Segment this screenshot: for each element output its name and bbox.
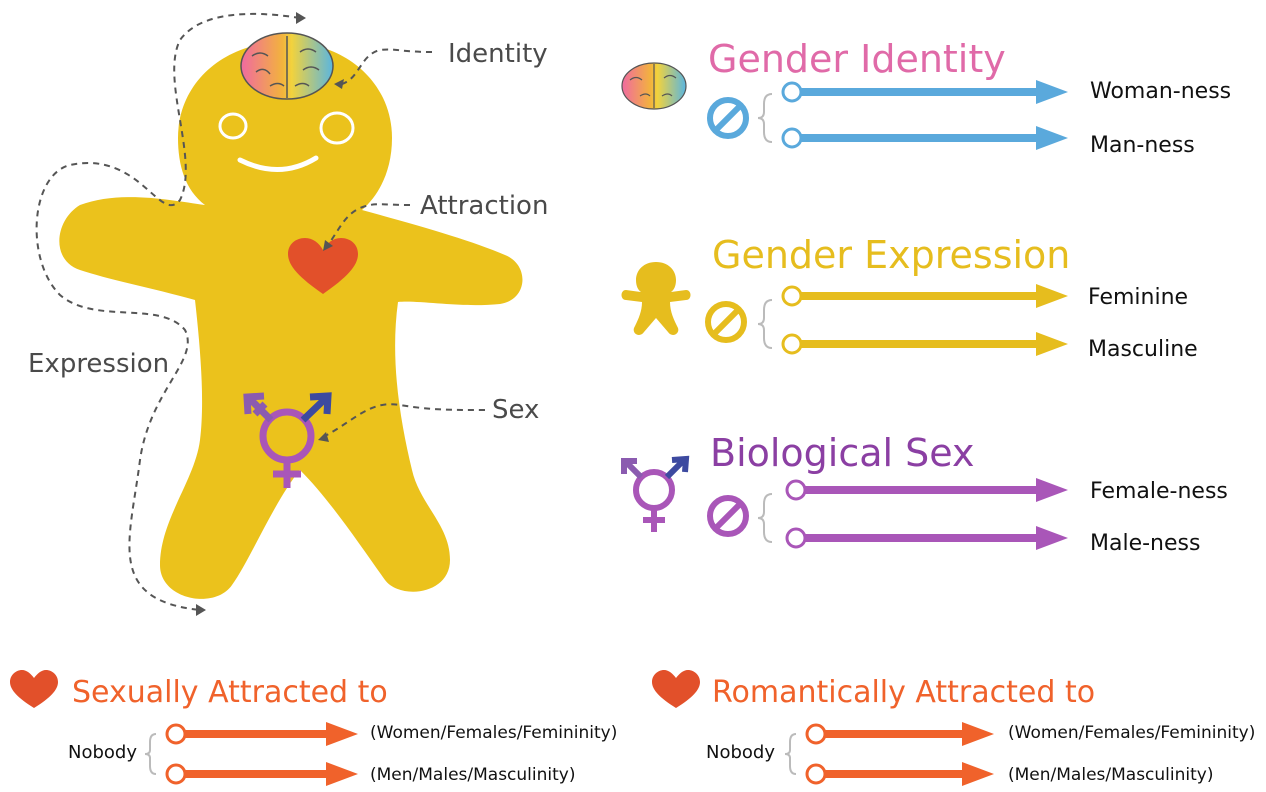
spectrum-end-label: Feminine bbox=[1088, 285, 1188, 310]
brace bbox=[145, 734, 156, 774]
brace bbox=[785, 734, 796, 774]
attraction-arrow bbox=[167, 722, 358, 746]
heart-icon bbox=[652, 670, 700, 708]
spectrum-title: Biological Sex bbox=[710, 431, 975, 475]
brace bbox=[758, 94, 772, 142]
spectrum-end-label: Female-ness bbox=[1090, 479, 1228, 504]
spectrum-gender-expression: Gender Expression Feminine Masculine bbox=[622, 233, 1198, 362]
spectrum-end-label: Man-ness bbox=[1090, 133, 1195, 158]
attraction-start-label: Nobody bbox=[68, 742, 137, 763]
sex-label: Sex bbox=[492, 395, 539, 425]
spectrum-end-label: Male-ness bbox=[1090, 531, 1200, 556]
heart-icon bbox=[10, 670, 58, 708]
attraction-arrow bbox=[807, 762, 994, 786]
attraction-start-label: Nobody bbox=[706, 742, 775, 763]
brain-icon bbox=[622, 63, 686, 109]
spectrum-arrow bbox=[787, 526, 1068, 550]
spectrum-sexual-attraction: Sexually Attracted to Nobody (Women/Fema… bbox=[10, 670, 617, 786]
attraction-end-label: (Men/Males/Masculinity) bbox=[1008, 765, 1213, 785]
transgender-symbol-icon bbox=[624, 459, 686, 532]
spectrum-gender-identity: Gender Identity Woman-ness Man-ness bbox=[622, 37, 1231, 158]
attraction-title: Romantically Attracted to bbox=[712, 675, 1095, 710]
attraction-end-label: (Men/Males/Masculinity) bbox=[370, 765, 575, 785]
gingerbread-icon bbox=[622, 262, 691, 335]
spectrum-title: Gender Identity bbox=[708, 37, 1006, 81]
brain-icon bbox=[241, 33, 333, 99]
identity-label: Identity bbox=[448, 39, 548, 69]
null-symbol-icon bbox=[710, 498, 746, 534]
null-symbol-icon bbox=[708, 304, 744, 340]
spectrum-arrow bbox=[783, 284, 1068, 308]
spectrum-romantic-attraction: Romantically Attracted to Nobody (Women/… bbox=[652, 670, 1255, 786]
brace bbox=[758, 300, 772, 348]
attraction-end-label: (Women/Females/Femininity) bbox=[1008, 723, 1255, 743]
spectrum-end-label: Masculine bbox=[1088, 337, 1198, 362]
brace bbox=[758, 494, 772, 542]
null-symbol-icon bbox=[710, 100, 746, 136]
spectrum-arrow bbox=[783, 126, 1068, 150]
spectrum-arrow bbox=[783, 332, 1068, 356]
spectrum-title: Gender Expression bbox=[712, 233, 1070, 277]
attraction-arrow bbox=[807, 722, 994, 746]
attraction-label: Attraction bbox=[420, 191, 548, 221]
gingerbread-body bbox=[59, 42, 522, 599]
attraction-end-label: (Women/Females/Femininity) bbox=[370, 723, 617, 743]
spectrum-arrow bbox=[787, 478, 1068, 502]
attraction-title: Sexually Attracted to bbox=[72, 675, 388, 710]
attraction-arrow bbox=[167, 762, 358, 786]
spectrum-biological-sex: Biological Sex Female-ness Male-ness bbox=[624, 431, 1228, 556]
gingerbread-person bbox=[59, 33, 522, 599]
expression-label: Expression bbox=[28, 349, 169, 379]
spectrum-arrow bbox=[783, 80, 1068, 104]
spectrum-end-label: Woman-ness bbox=[1090, 79, 1231, 104]
